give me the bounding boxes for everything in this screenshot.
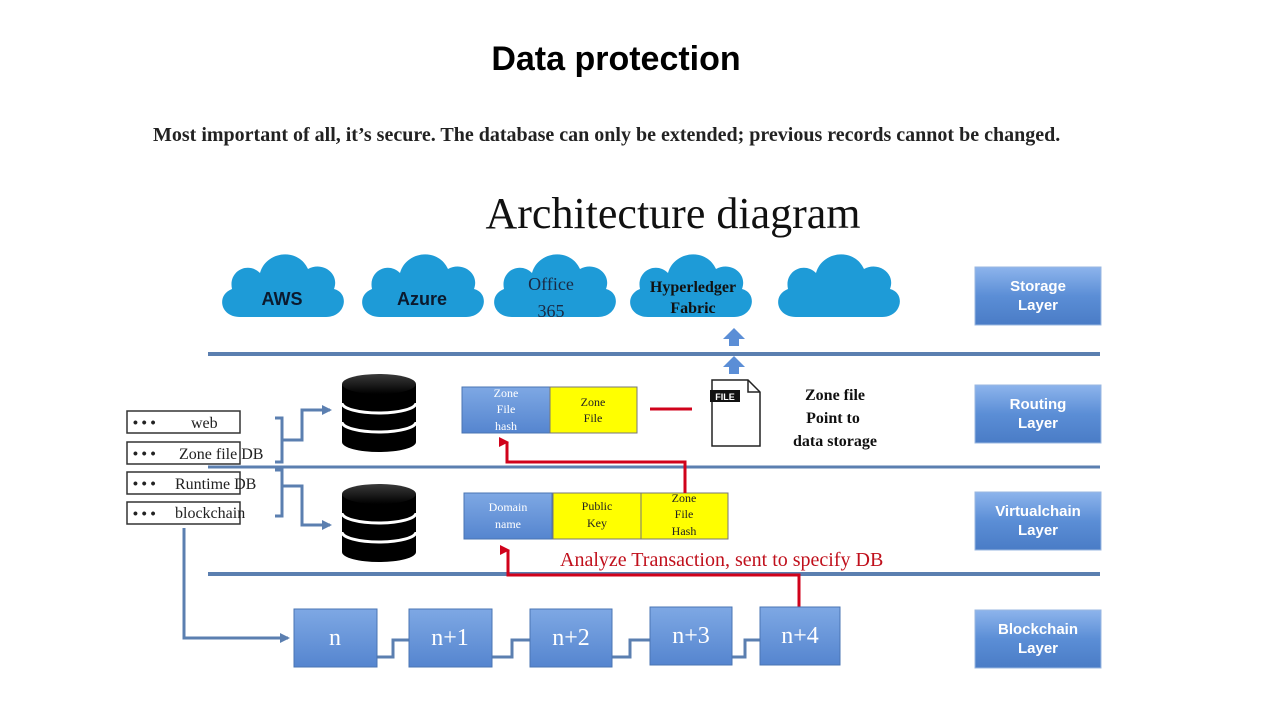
- cloud-blank: [778, 254, 900, 317]
- box-label: hash: [495, 419, 517, 433]
- dots-icon: • • •: [133, 475, 156, 491]
- layer-label: Routing: [1010, 396, 1067, 413]
- layer-storage: Storage Layer: [974, 266, 1102, 326]
- cloud-label-azure: Azure: [397, 289, 447, 309]
- zone-file-box: Zone File: [549, 386, 638, 434]
- note-line: data storage: [793, 433, 877, 450]
- source-zone-file-db: • • • Zone file DB: [126, 441, 263, 465]
- box-label: Key: [587, 516, 607, 530]
- file-icon-label: FILE: [715, 392, 735, 402]
- layer-routing: Routing Layer: [974, 384, 1102, 444]
- public-key-box: Public Key: [552, 492, 642, 540]
- source-list: • • • web • • • Zone file DB • • • Runti…: [126, 410, 263, 525]
- box-label: Hash: [672, 524, 697, 538]
- zone-note: Zone file Point to data storage: [793, 387, 877, 450]
- box-label: name: [495, 517, 521, 531]
- up-arrow-icon: [723, 328, 745, 346]
- diagram-title: Architecture diagram: [485, 189, 860, 238]
- box-label: File: [675, 507, 694, 521]
- block-label: n+1: [431, 625, 469, 651]
- block-n: n: [293, 608, 378, 668]
- box-label: Public: [582, 499, 613, 513]
- block-label: n: [329, 625, 341, 651]
- block-n2: n+2: [529, 608, 613, 668]
- source-label: Runtime DB: [175, 476, 256, 493]
- layer-virtualchain: Virtualchain Layer: [974, 491, 1102, 551]
- database-icon: [340, 374, 418, 452]
- cloud-hyperledger: Hyperledger Fabric: [630, 254, 752, 317]
- block-n3: n+3: [649, 606, 733, 666]
- source-web: • • • web: [126, 410, 241, 434]
- dots-icon: • • •: [133, 445, 156, 461]
- slide-title: Data protection: [491, 40, 741, 78]
- cloud-icon: [778, 254, 900, 317]
- note-line: Zone file: [805, 387, 865, 404]
- zone-file-hash-box: Zone File hash: [461, 386, 551, 434]
- box-label: Zone: [494, 386, 519, 400]
- source-label: blockchain: [175, 505, 245, 522]
- dots-icon: • • •: [133, 505, 156, 521]
- intro-paragraph: Most important of all, it’s secure. The …: [153, 124, 1061, 146]
- box-label: File: [497, 402, 516, 416]
- source-label: web: [191, 415, 218, 432]
- cloud-label-office: Office: [528, 274, 574, 294]
- cloud-label-aws: AWS: [261, 289, 302, 309]
- block-label: n+2: [552, 625, 590, 651]
- block-n4: n+4: [759, 606, 841, 666]
- layer-blockchain: Blockchain Layer: [974, 609, 1102, 669]
- box-label: Domain: [489, 500, 528, 514]
- block-n1: n+1: [408, 608, 493, 668]
- layer-label: Layer: [1018, 297, 1058, 314]
- box-label: File: [584, 411, 603, 425]
- red-arrows: [499, 437, 801, 607]
- cloud-azure: Azure: [362, 254, 484, 317]
- cloud-label-365: 365: [538, 301, 565, 321]
- box-label: Zone: [581, 395, 606, 409]
- up-arrows: [723, 328, 745, 374]
- source-label: Zone file DB: [179, 446, 263, 463]
- block-label: n+4: [781, 623, 819, 649]
- layer-label: Storage: [1010, 278, 1066, 295]
- source-blockchain: • • • blockchain: [126, 501, 245, 525]
- cloud-label-hyperledger: Hyperledger: [650, 279, 736, 296]
- domain-name-box: Domain name: [463, 492, 553, 540]
- layer-label: Layer: [1018, 522, 1058, 539]
- source-connectors: [182, 405, 332, 643]
- dots-icon: • • •: [133, 414, 156, 430]
- layer-label: Virtualchain: [995, 503, 1081, 520]
- up-arrow-icon: [723, 356, 745, 374]
- database-icon: [340, 484, 418, 562]
- file-icon: FILE: [710, 379, 761, 447]
- cloud-aws: AWS: [222, 254, 344, 317]
- zone-file-hash-yellow-box: Zone File Hash: [640, 491, 729, 540]
- block-label: n+3: [672, 623, 710, 649]
- layer-label: Layer: [1018, 640, 1058, 657]
- note-line: Point to: [806, 410, 860, 427]
- cloud-label-fabric: Fabric: [670, 300, 715, 317]
- layer-label: Layer: [1018, 415, 1058, 432]
- source-runtime-db: • • • Runtime DB: [126, 471, 256, 495]
- cloud-office365: Office 365: [494, 254, 616, 321]
- analyze-transaction-label: Analyze Transaction, sent to specify DB: [560, 549, 883, 571]
- block-chain-connectors: [377, 638, 760, 659]
- layer-label: Blockchain: [998, 621, 1078, 638]
- box-label: Zone: [672, 491, 697, 505]
